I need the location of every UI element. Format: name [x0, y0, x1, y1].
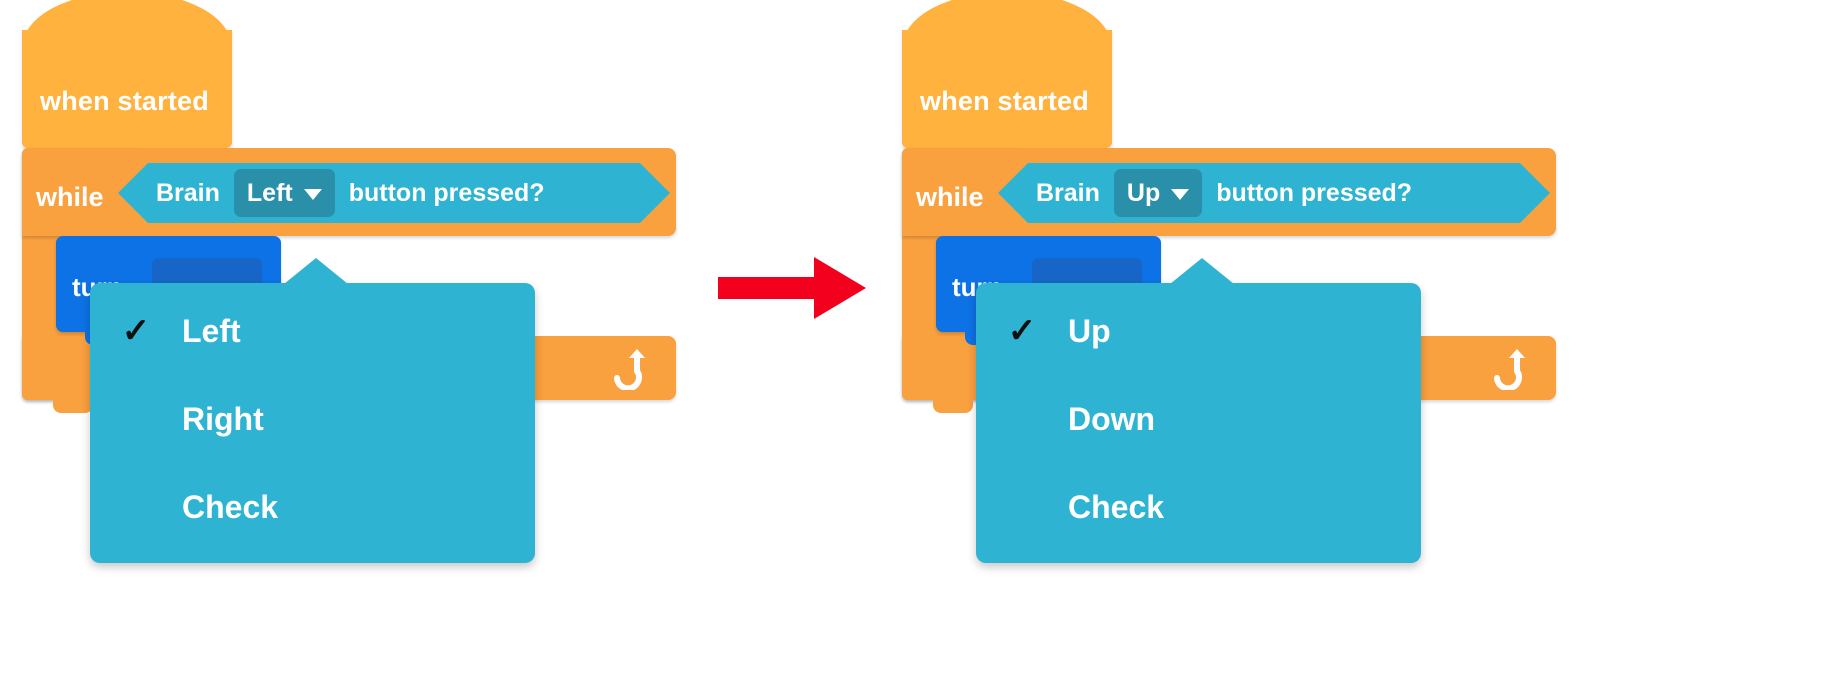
dropdown-option-label: Up — [1068, 312, 1111, 349]
while-keyword-label: while — [36, 182, 104, 212]
nested-block-top-notch — [85, 236, 125, 249]
dropdown-menu-after[interactable]: ✓ Up Down Check — [976, 258, 1421, 563]
dropdown-option-2[interactable]: Check — [90, 463, 535, 551]
chevron-down-icon — [1171, 188, 1190, 200]
condition-dropdown-value: Up — [1126, 178, 1161, 207]
hat-block-label: when started — [40, 86, 209, 116]
condition-dropdown-chip[interactable]: Left — [233, 169, 335, 217]
condition-suffix-label: button pressed? — [1216, 178, 1413, 207]
while-block-top-notch — [933, 148, 973, 161]
condition-prefix-label: Brain — [1036, 178, 1100, 207]
dropdown-menu-before[interactable]: ✓ Left Right Check — [90, 258, 535, 563]
while-keyword-label: while — [916, 182, 984, 212]
condition-hexagon[interactable] — [118, 163, 670, 223]
dropdown-option-label: Check — [1068, 488, 1165, 525]
hat-block-dome — [22, 0, 232, 48]
condition-prefix-label: Brain — [156, 178, 220, 207]
dropdown-option-label: Check — [182, 488, 279, 525]
dropdown-option-0[interactable]: ✓ Left — [90, 287, 535, 375]
right-arrow-icon — [718, 257, 866, 319]
condition-dropdown-chip[interactable]: Up — [1113, 169, 1203, 217]
block-group-before: when started while Brain Left button pre… — [0, 0, 800, 698]
condition-dropdown-value: Left — [246, 178, 293, 207]
loop-arrow-icon — [614, 349, 645, 390]
dropdown-option-1[interactable]: Right — [90, 375, 535, 463]
dropdown-option-2[interactable]: Check — [976, 463, 1421, 551]
hat-block-dome — [902, 0, 1112, 48]
hat-block-when-started[interactable]: when started — [902, 0, 1112, 148]
hat-block-label: when started — [920, 86, 1089, 116]
condition-hexagon-content: Brain Up button pressed? — [998, 163, 1550, 223]
dropdown-pointer — [284, 258, 348, 284]
hat-block-when-started[interactable]: when started — [22, 0, 232, 148]
dropdown-option-1[interactable]: Down — [976, 375, 1421, 463]
check-icon: ✓ — [1007, 312, 1037, 350]
while-block-bottom-notch — [933, 400, 973, 413]
nested-block-top-notch — [965, 236, 1005, 249]
condition-hexagon[interactable] — [998, 163, 1550, 223]
dropdown-option-label: Down — [1068, 400, 1156, 437]
condition-hexagon-content: Brain Left button pressed? — [118, 163, 670, 223]
while-block-bottom-notch — [53, 400, 93, 413]
dropdown-pointer — [1170, 258, 1234, 284]
dropdown-option-label: Right — [182, 400, 264, 437]
dropdown-option-0[interactable]: ✓ Up — [976, 287, 1421, 375]
dropdown-option-label: Left — [182, 312, 241, 349]
while-block-top-notch — [53, 148, 93, 161]
condition-suffix-label: button pressed? — [348, 178, 545, 207]
check-icon: ✓ — [121, 312, 151, 350]
loop-arrow-icon — [1494, 349, 1525, 390]
chevron-down-icon — [303, 188, 322, 200]
